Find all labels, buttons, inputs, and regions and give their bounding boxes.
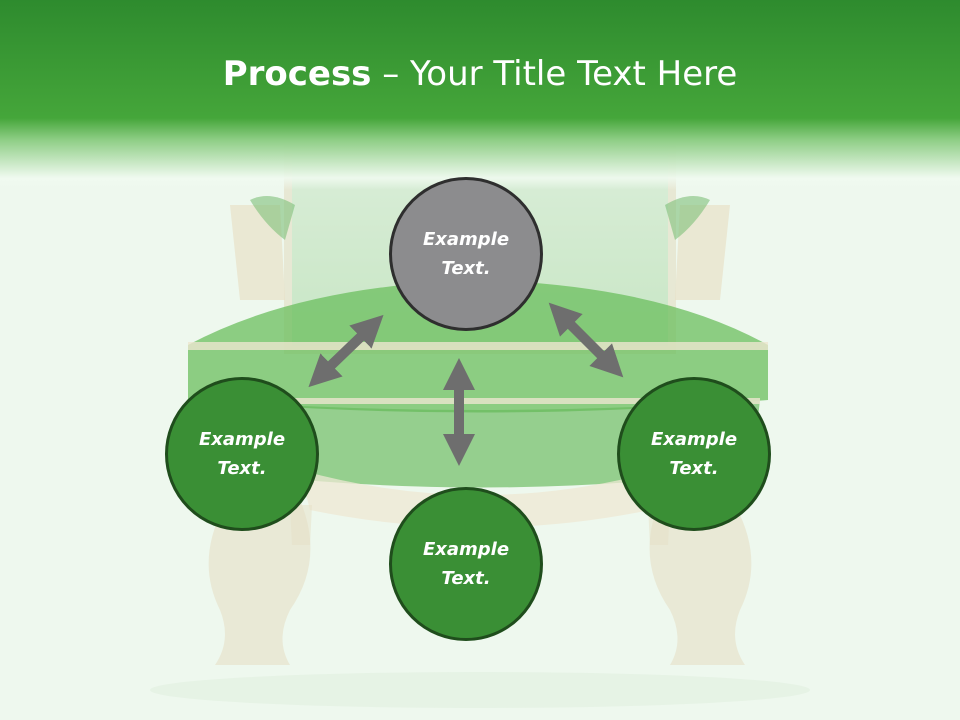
node-left-line1: Example [198, 429, 286, 450]
node-left-line2: Text. [217, 458, 267, 479]
title-banner [0, 0, 960, 190]
node-center-line2: Text. [441, 258, 491, 279]
node-right-line2: Text. [669, 458, 719, 479]
title-rest-part: – Your Title Text Here [371, 54, 738, 94]
node-bottom: Example Text. [389, 487, 543, 641]
arrow-center-right [548, 302, 624, 378]
arrow-center-left [308, 314, 384, 388]
node-right-line1: Example [650, 429, 738, 450]
slide-title: Process – Your Title Text Here [0, 52, 960, 96]
node-right: Example Text. [617, 377, 771, 531]
node-left: Example Text. [165, 377, 319, 531]
node-bottom-line1: Example [422, 539, 510, 560]
title-bold-part: Process [222, 54, 372, 94]
node-center: Example Text. [389, 177, 543, 331]
node-center-line1: Example [422, 229, 510, 250]
node-bottom-line2: Text. [441, 568, 491, 589]
